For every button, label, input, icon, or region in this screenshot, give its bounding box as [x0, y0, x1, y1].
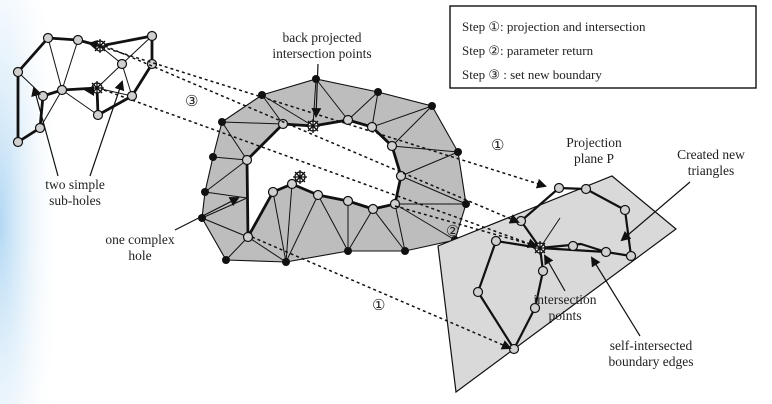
leader-sub-hole-right	[89, 80, 125, 177]
legend-box: Step ①: projection and intersection Step…	[449, 5, 757, 89]
step2-marker: ②	[446, 224, 459, 240]
leader-complex-hole	[174, 197, 240, 231]
label-back-projected-1: back projected	[282, 30, 361, 45]
label-one-complex-1: one complex	[105, 232, 175, 247]
label-projection-plane-2: plane P	[574, 151, 614, 166]
leader-back-projected	[311, 63, 322, 118]
legend-step2: Step ②: parameter return	[462, 43, 594, 58]
label-one-complex-2: hole	[128, 248, 151, 263]
label-self-intersected-2: boundary edges	[608, 354, 693, 369]
legend-step1: Step ①: projection and intersection	[462, 19, 646, 34]
leader-created-triangles	[620, 181, 691, 242]
leader-self-intersected	[590, 256, 641, 337]
label-projection-plane-1: Projection	[566, 135, 622, 150]
step3-marker: ③	[185, 94, 198, 110]
left-edge-glow	[0, 0, 70, 404]
label-intersection-1: intersection	[534, 292, 597, 307]
projection-plane	[437, 175, 677, 394]
step1-marker-top: ①	[491, 138, 504, 154]
legend-step3: Step ③ : set new boundary	[462, 67, 602, 82]
label-back-projected-2: intersection points	[272, 46, 371, 61]
label-created-new-2: triangles	[688, 163, 735, 178]
label-two-simple-2: sub-holes	[49, 193, 101, 208]
label-created-new-1: Created new	[677, 147, 745, 162]
step1-marker-bottom: ①	[372, 298, 385, 314]
legend-frame	[449, 5, 757, 89]
label-two-simple-1: two simple	[45, 177, 105, 192]
leader-intersection-points	[544, 254, 566, 292]
leader-sub-hole-left	[31, 86, 59, 177]
plane-parallelogram	[437, 175, 677, 394]
label-self-intersected-1: self-intersected	[610, 338, 693, 353]
label-intersection-2: points	[548, 308, 581, 323]
back-projection-heads	[84, 40, 98, 96]
